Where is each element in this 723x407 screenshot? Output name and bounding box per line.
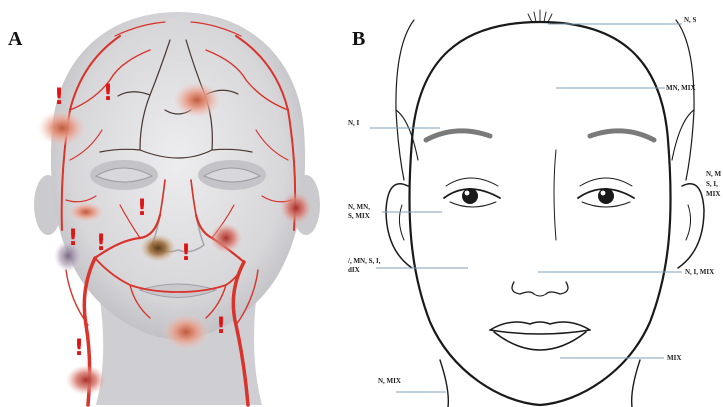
annotation-hairline: N, S [684, 16, 697, 24]
annotation-ear-right-line2: S, I, [706, 180, 718, 188]
warning-icon: ! [103, 81, 113, 106]
iris-left [462, 188, 478, 204]
lesion-nose [140, 234, 176, 262]
lesion-forehead-left [38, 110, 86, 146]
annotation-labels: N, S MN, MIX N, I N, M S, I, MIX N, MN, … [347, 16, 722, 385]
lesion-forehead-right [173, 82, 221, 118]
lesion-neck [66, 365, 106, 395]
warning-icon: ! [137, 196, 147, 221]
lesion-under-eye-left [68, 202, 104, 222]
lesion-ear-right [280, 192, 312, 224]
lesion-chin [162, 314, 210, 350]
annotation-cheek-left-line2: dIX [348, 266, 360, 274]
iris-left-highlight [465, 191, 470, 196]
warning-icon: ! [54, 85, 64, 110]
warning-icon: ! [216, 314, 226, 339]
warning-icon: ! [181, 241, 191, 266]
annotation-chin: MIX [667, 354, 681, 362]
annotation-brow: N, I [348, 119, 360, 127]
annotation-forehead: MN, MIX [666, 84, 696, 92]
annotation-eye-left-line2: S, MIX [348, 212, 370, 220]
panel-a-letter: A [8, 28, 23, 50]
iris-right-highlight [601, 191, 606, 196]
annotation-ear-right-line1: N, M [706, 170, 722, 178]
eyebrow-left [426, 131, 490, 140]
lesion-cheek-right [210, 223, 242, 253]
warning-icon: ! [74, 336, 84, 361]
eyebrow-right [590, 131, 654, 140]
annotation-cheek-left-line1: /, MN, S, I, [347, 257, 381, 265]
annotation-eye-left-line1: N, MN, [348, 203, 370, 211]
warning-icon: ! [96, 231, 106, 256]
annotation-nose: N, I, MIX [685, 268, 714, 276]
warning-icon: ! [68, 226, 78, 251]
annotation-leaders [370, 24, 682, 392]
panel-b: B [347, 10, 722, 407]
annotation-neck: N, MIX [378, 377, 401, 385]
annotation-ear-right-line3: MIX [706, 190, 720, 198]
panel-a: A [8, 12, 320, 405]
face-line-drawing [386, 10, 704, 407]
iris-right [598, 188, 614, 204]
panel-b-letter: B [352, 28, 365, 50]
